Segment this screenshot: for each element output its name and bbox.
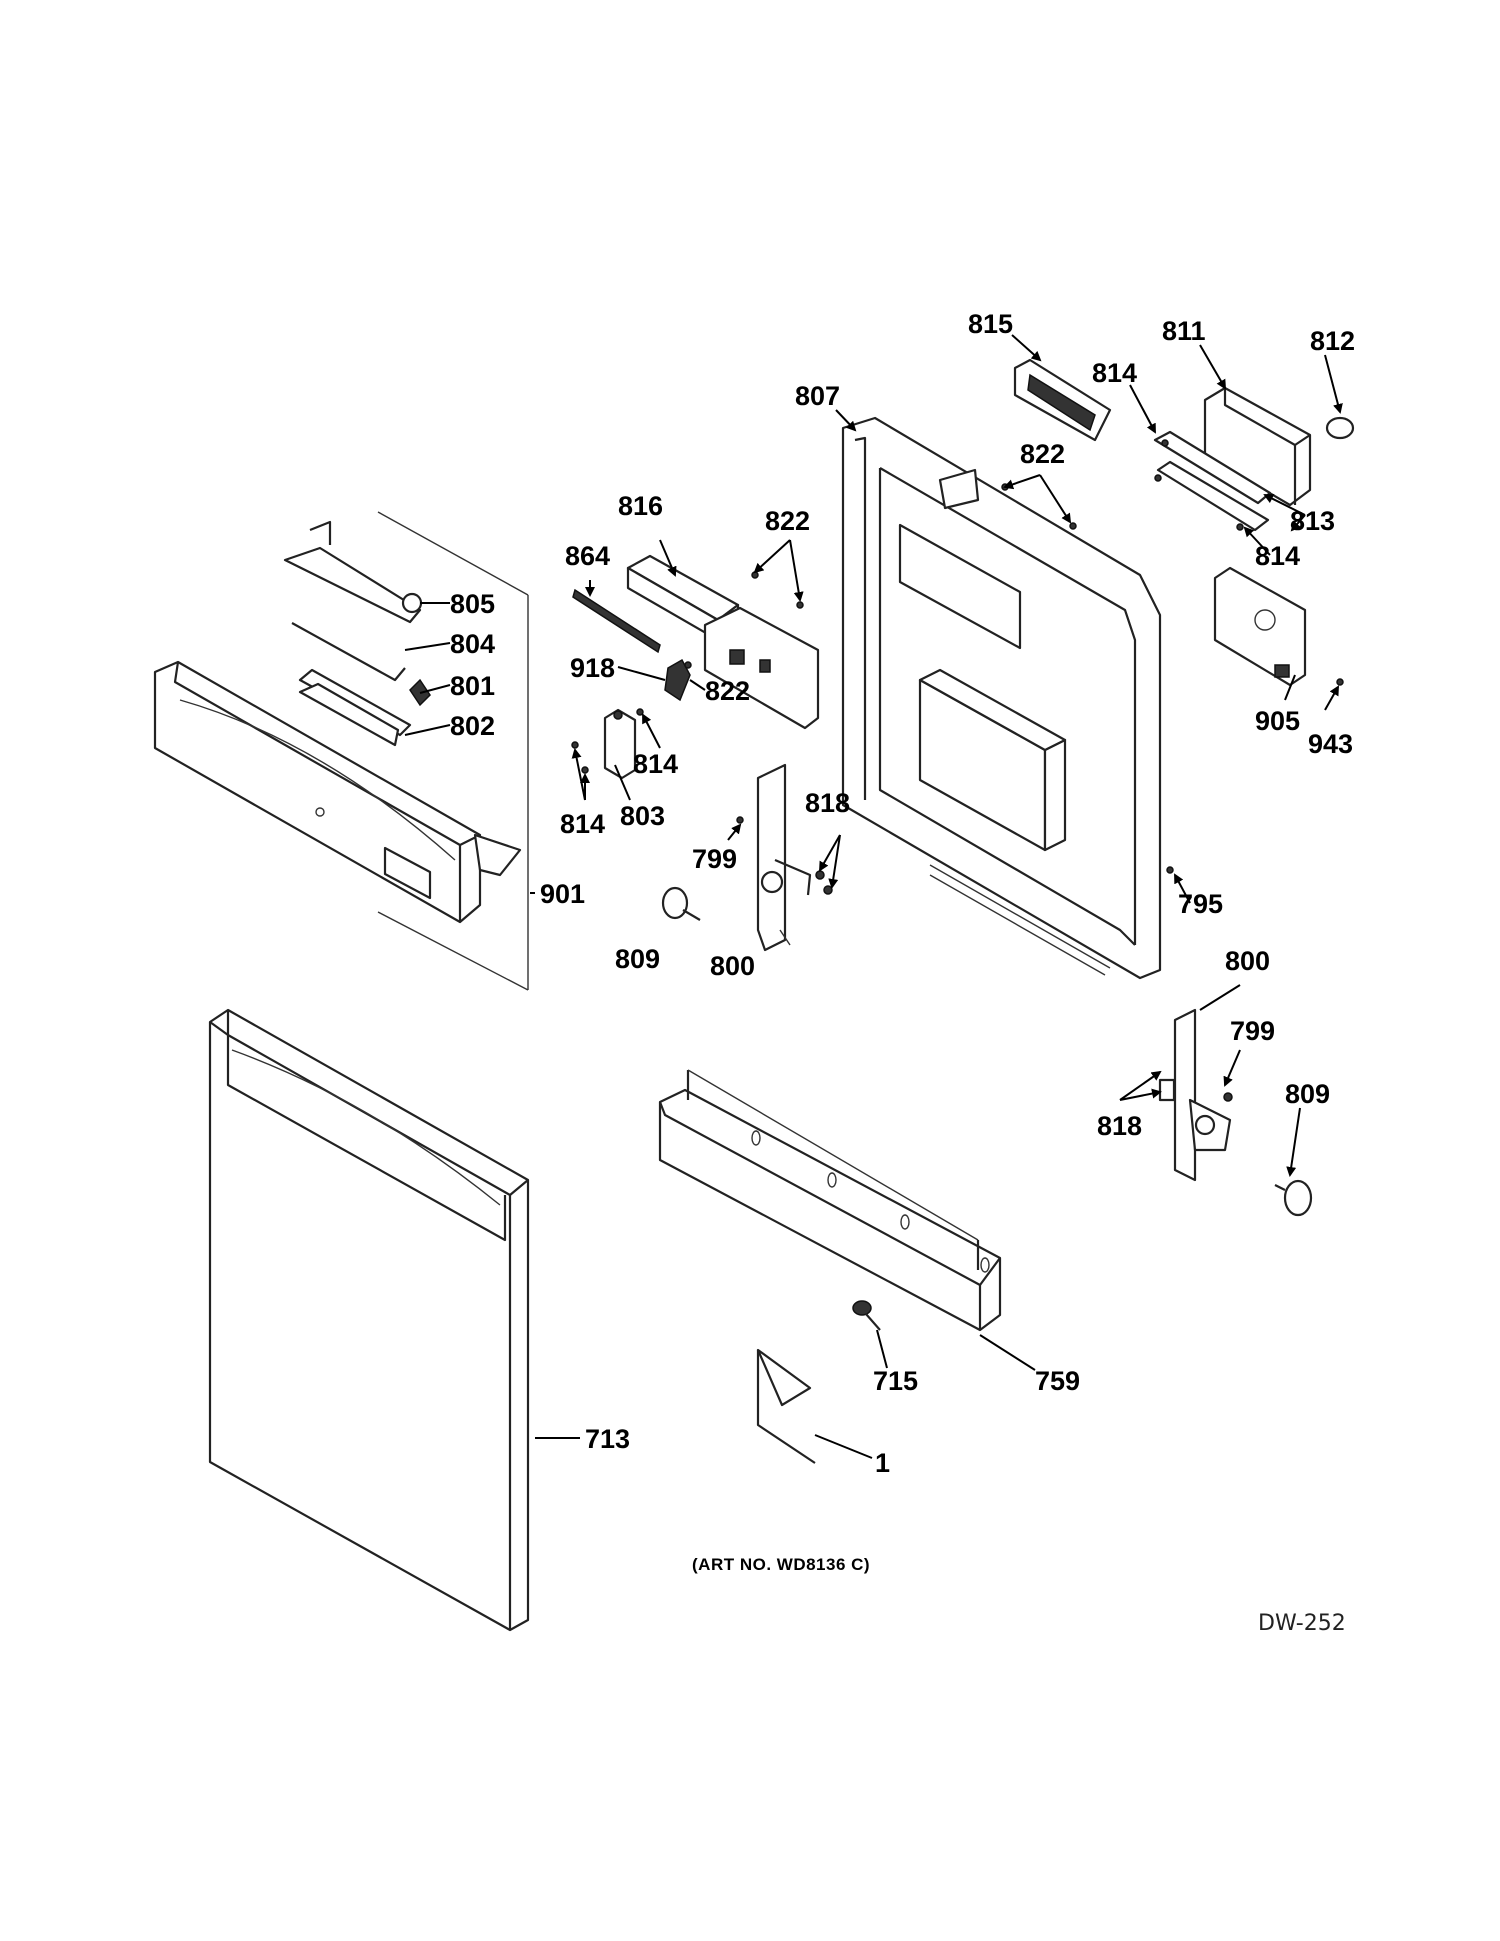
detergent-dispenser	[1153, 386, 1355, 532]
callout-816: 816	[618, 491, 663, 521]
callout-800: 800	[710, 951, 755, 981]
leveling-foot-left	[661, 886, 701, 921]
callout-804: 804	[450, 629, 495, 659]
inner-door-liner	[841, 416, 1162, 980]
document-id: DW-252	[1258, 1611, 1346, 1636]
hinge-right	[1158, 1008, 1233, 1182]
callout-814: 814	[1255, 541, 1300, 571]
leveling-foot-right	[1274, 1179, 1313, 1217]
callout-905: 905	[1255, 706, 1300, 736]
callout-943: 943	[1308, 729, 1353, 759]
callout-713: 713	[585, 1424, 630, 1454]
leader-lines	[404, 334, 1343, 1459]
callout-1: 1	[875, 1448, 890, 1478]
callout-803: 803	[620, 801, 665, 831]
literature-label	[756, 1348, 816, 1464]
callout-818: 818	[805, 788, 850, 818]
callout-labels: 815 811 812 807 814 822 813 814 816 822 …	[450, 309, 1355, 1478]
control-panel	[153, 660, 522, 924]
vent-strip	[572, 588, 661, 654]
callout-715: 715	[873, 1366, 918, 1396]
callout-901: 901	[540, 879, 585, 909]
hinge-left	[736, 763, 833, 952]
callout-802: 802	[450, 711, 495, 741]
callout-807: 807	[795, 381, 840, 411]
art-number-caption: (ART NO. WD8136 C)	[692, 1555, 870, 1574]
callout-799: 799	[692, 844, 737, 874]
callout-815: 815	[968, 309, 1013, 339]
callout-805: 805	[450, 589, 495, 619]
callout-811: 811	[1162, 316, 1206, 346]
callout-809: 809	[1285, 1079, 1330, 1109]
callout-814: 814	[1092, 358, 1137, 388]
callout-822: 822	[1020, 439, 1065, 469]
control-panel-frame-lines	[377, 511, 529, 991]
screw-715	[852, 1300, 881, 1331]
callout-812: 812	[1310, 326, 1355, 356]
toe-kick-panel	[658, 1069, 1002, 1332]
callout-818: 818	[1097, 1111, 1142, 1141]
control-board	[1213, 566, 1307, 687]
callout-801: 801	[450, 671, 495, 701]
callout-800: 800	[1225, 946, 1270, 976]
callout-814: 814	[633, 749, 678, 779]
door-switch-parts	[571, 658, 692, 780]
callout-814: 814	[560, 809, 605, 839]
vent-bracket	[626, 554, 820, 730]
callout-822: 822	[765, 506, 810, 536]
callout-799: 799	[1230, 1016, 1275, 1046]
handle-latch-parts	[283, 520, 431, 747]
outer-door-panel	[208, 1008, 530, 1632]
callout-795: 795	[1178, 889, 1223, 919]
callout-864: 864	[565, 541, 610, 571]
vent-cover	[1013, 358, 1112, 442]
callout-813: 813	[1290, 506, 1335, 536]
callout-809: 809	[615, 944, 660, 974]
callout-918: 918	[570, 653, 615, 683]
callout-822: 822	[705, 676, 750, 706]
callout-759: 759	[1035, 1366, 1080, 1396]
